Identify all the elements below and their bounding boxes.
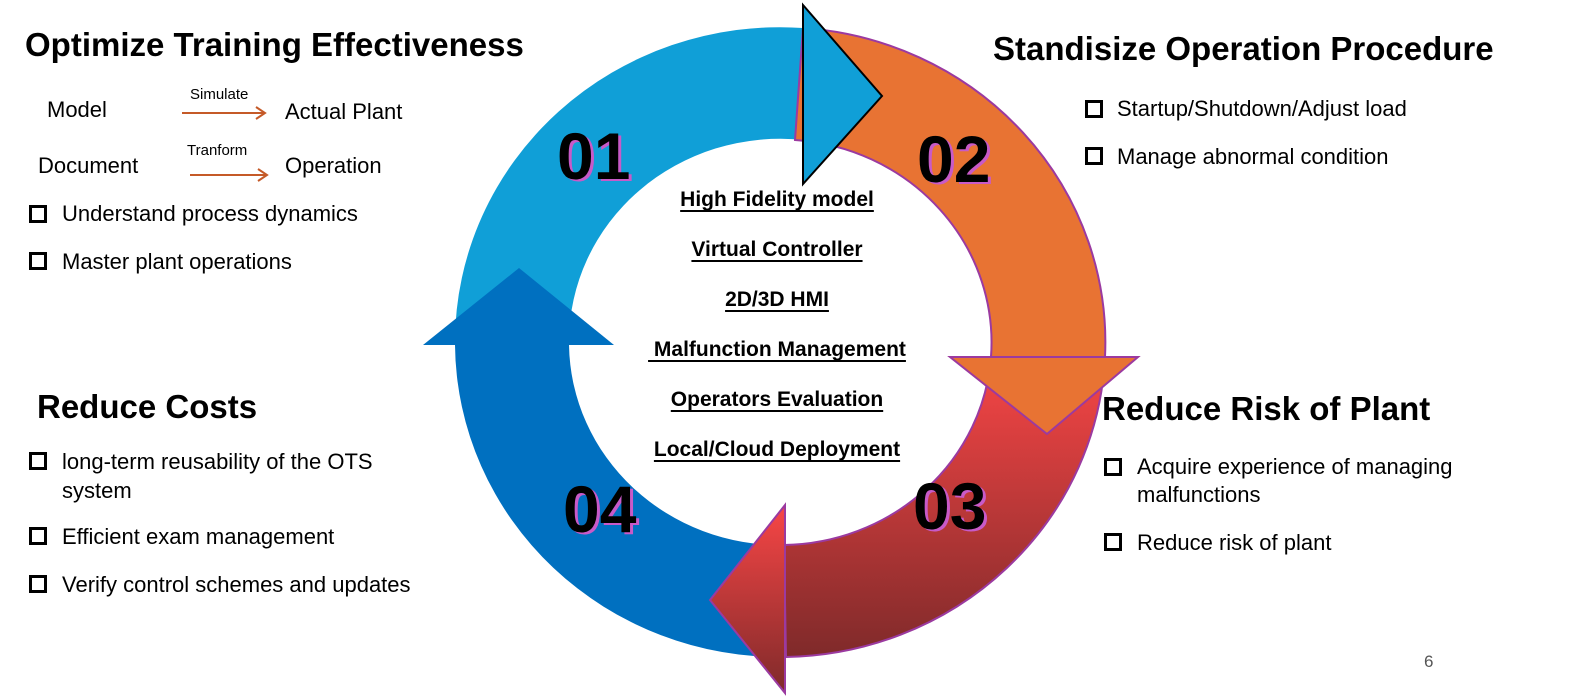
step-number-03: 03 — [913, 469, 987, 543]
risk-title: Reduce Risk of Plant — [1102, 390, 1431, 427]
center-item-operators-evaluation: Operators Evaluation — [670, 388, 884, 411]
costs-title: Reduce Costs — [37, 388, 258, 425]
simulate-label: Simulate — [190, 86, 249, 103]
checkbox-icon — [29, 575, 47, 593]
costs-bullet: Verify control schemes and updates — [62, 572, 411, 597]
step-number-01: 01 — [557, 119, 631, 193]
center-item-virtual-controller: Virtual Controller — [691, 238, 863, 261]
standardize-title: Standisize Operation Procedure — [993, 30, 1494, 67]
optimize-bullet: Understand process dynamics — [62, 201, 358, 226]
operation-label: Operation — [285, 153, 382, 178]
checkbox-icon — [1104, 533, 1122, 551]
center-item-deployment: Local/Cloud Deployment — [653, 438, 901, 461]
step4-arrowhead — [423, 268, 614, 345]
actual-plant-label: Actual Plant — [285, 99, 403, 124]
costs-bullet-continued: system — [62, 478, 132, 503]
optimize-bullet: Master plant operations — [62, 249, 292, 274]
step1-arrowhead — [802, 2, 884, 187]
costs-bullet: Efficient exam management — [62, 524, 335, 549]
standardize-bullet: Startup/Shutdown/Adjust load — [1117, 96, 1407, 121]
risk-bullet: Acquire experience of managing — [1137, 454, 1453, 479]
transform-arrowhead — [257, 168, 269, 182]
step1-arc — [455, 27, 803, 342]
step-number-04: 04 — [563, 472, 637, 546]
checkbox-icon — [1085, 100, 1103, 118]
center-item-high-fidelity-model: High Fidelity model — [680, 188, 874, 211]
step2-arc — [793, 26, 1107, 358]
standardize-bullet: Manage abnormal condition — [1117, 144, 1389, 169]
page-number: 6 — [1424, 652, 1434, 671]
transform-label: Tranform — [187, 142, 248, 159]
simulate-arrowhead — [255, 106, 267, 120]
checkbox-icon — [29, 252, 47, 270]
step4-arc — [455, 345, 786, 658]
document-label: Document — [38, 153, 139, 178]
checkbox-icon — [1104, 458, 1122, 476]
center-item-malfunction-management: Malfunction Management — [648, 338, 906, 361]
risk-bullet: Reduce risk of plant — [1137, 530, 1332, 555]
step-number-02: 02 — [917, 122, 991, 196]
checkbox-icon — [29, 205, 47, 223]
step3-arrowhead — [708, 502, 786, 696]
checkbox-icon — [29, 527, 47, 545]
step3-arc — [782, 356, 1107, 659]
optimize-title: Optimize Training Effectiveness — [25, 26, 524, 63]
step2-arrowhead — [947, 356, 1141, 436]
model-label: Model — [47, 97, 107, 122]
center-item-hmi: 2D/3D HMI — [725, 288, 829, 311]
costs-bullet: long-term reusability of the OTS — [62, 449, 373, 474]
risk-bullet-continued: malfunctions — [1137, 482, 1261, 507]
checkbox-icon — [29, 452, 47, 470]
checkbox-icon — [1085, 147, 1103, 165]
